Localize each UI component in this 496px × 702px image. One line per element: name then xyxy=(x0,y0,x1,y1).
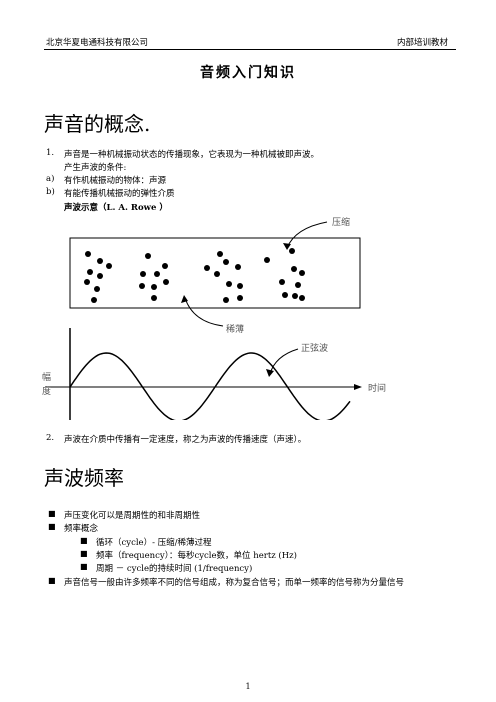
bullet-item-2: 频率概念 xyxy=(64,524,99,534)
compress-arrow xyxy=(286,221,328,249)
header-rule xyxy=(44,49,456,50)
demo-label: 声波示意（L. A. Rowe ） xyxy=(64,203,168,213)
list-marker-1: 1. xyxy=(46,148,55,158)
list-marker-a: a) xyxy=(46,174,55,184)
sine-arrowhead xyxy=(266,369,274,377)
page-title: 音频入门知识 xyxy=(200,65,296,81)
compress-label: 压缩 xyxy=(332,216,350,228)
medium-box xyxy=(69,237,361,309)
bullet-item-3: 声音信号一般由许多频率不同的信号组成，称为复合信号；而单一频率的信号称为分量信号 xyxy=(64,578,405,588)
section-heading-frequency: 声波频率 xyxy=(44,466,124,490)
sub-bullet-icon: ■ xyxy=(80,562,88,571)
list-item-2: 声波在介质中传播有一定速度，称之为声波的传播速度（声速）。 xyxy=(64,435,307,445)
amplitude-label-2: 度 xyxy=(42,385,51,397)
list-item-b: 有能传播机械振动的弹性介质 xyxy=(64,189,175,199)
time-axis-arrowhead xyxy=(354,384,362,390)
particle-dots xyxy=(84,248,305,303)
sine-wave xyxy=(69,352,351,420)
sub-bullet-icon: ■ xyxy=(80,549,88,558)
rarefy-arrow xyxy=(184,297,224,327)
time-label: 时间 xyxy=(368,382,386,394)
compress-arrowhead xyxy=(283,243,291,250)
sub-bullet-item-3: 周期 － cycle的持续时间 (1/frequency) xyxy=(96,564,253,574)
list-item-a: 有作机械振动的物体：声源 xyxy=(64,176,167,186)
amplitude-label-1: 幅 xyxy=(42,371,51,383)
rarefy-arrowhead xyxy=(181,295,188,303)
list-item-1: 声音是一种机械振动状态的传播现象，它表现为一种机械被即声波。 xyxy=(64,150,320,160)
header-company: 北京华夏电通科技有限公司 xyxy=(46,38,149,48)
bullet-icon: ■ xyxy=(48,509,56,518)
sub-bullet-icon: ■ xyxy=(80,536,88,545)
list-item-conditions: 产生声波的条件: xyxy=(64,163,127,173)
bullet-icon: ■ xyxy=(48,576,56,585)
sine-label: 正弦波 xyxy=(301,342,328,354)
list-marker-b: b) xyxy=(46,187,55,197)
sub-bullet-item-2: 频率（frequency）：每秒cycle数，单位 hertz (Hz) xyxy=(96,551,297,561)
bullet-icon: ■ xyxy=(48,522,56,531)
page-number: 1 xyxy=(245,682,251,691)
list-marker-2: 2. xyxy=(46,433,55,443)
bullet-item-1: 声压变化可以是周期性的和非周期性 xyxy=(64,511,201,521)
sine-arrow xyxy=(269,348,299,375)
sub-bullet-item-1: 循环（cycle）- 压缩/稀薄过程 xyxy=(96,538,212,548)
section-heading-sound-concept: 声音的概念. xyxy=(44,112,151,136)
sound-wave-diagram: 压缩 稀薄 正弦波 时间 幅 度 xyxy=(42,216,386,420)
rarefy-label: 稀薄 xyxy=(226,323,244,335)
header-doc-type: 内部培训教材 xyxy=(396,38,448,48)
